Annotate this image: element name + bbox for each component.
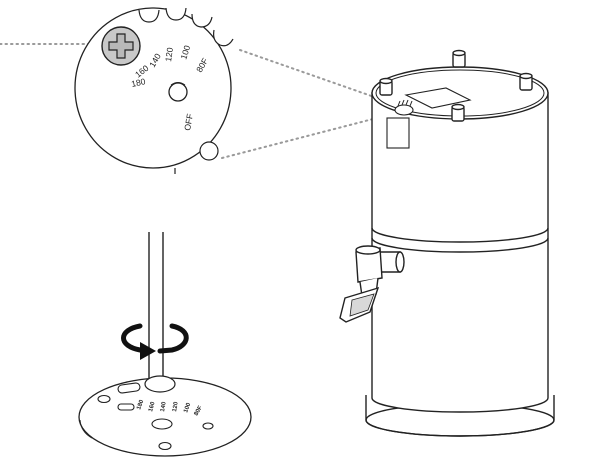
base-label: 80F [194, 405, 205, 417]
base-hole [151, 418, 173, 430]
lid-post-cap [452, 49, 466, 57]
dial-label: 100 [178, 44, 192, 61]
base-slot [117, 403, 135, 411]
base-label: 100 [183, 402, 192, 414]
faucet-top [355, 245, 381, 255]
urn-side-label [386, 117, 410, 149]
base-label: 160 [148, 401, 157, 413]
phillips-screw-icon [101, 26, 141, 66]
base-hole [97, 394, 111, 404]
base-center-hole [144, 375, 176, 393]
faucet-mount-flange [395, 251, 405, 273]
dial-notch [165, 7, 187, 21]
lid-post-cap [379, 77, 393, 85]
base-plate-thickness [79, 419, 93, 439]
dial-notches [138, 7, 234, 47]
dial-label: 180 [130, 76, 146, 89]
urn-thermostat-dial [394, 104, 414, 116]
base-slot [117, 382, 141, 394]
urn-thermostat-marks [397, 99, 413, 107]
base-label: 120 [172, 401, 180, 413]
dial-label: 120 [163, 47, 175, 63]
base-label: 180 [136, 399, 145, 411]
dial-notch [213, 29, 234, 47]
rotate-arrow-head [140, 342, 156, 360]
base-hole [158, 441, 172, 451]
lid-post-cap [451, 103, 465, 111]
base-label: 140 [160, 401, 168, 413]
screwdriver [148, 232, 164, 383]
urn-lid-posts [379, 49, 533, 122]
leader-bottom [221, 111, 401, 159]
water-urn [339, 49, 555, 437]
dial-slot-hole [199, 141, 219, 161]
base-hole [202, 422, 214, 430]
dial-plate-enlarged: 80F 100 120 140 160 180 OFF [74, 7, 234, 174]
dial-center-shaft [168, 82, 188, 102]
screw-cross [108, 33, 134, 59]
urn-thermostat-plate [404, 87, 472, 109]
dial-label: OFF [182, 113, 195, 131]
dial-notch [191, 13, 213, 28]
rotate-arrow-front [157, 323, 189, 354]
dial-notch [138, 9, 160, 23]
leader-lines [0, 43, 401, 159]
urn-seam-upper [371, 227, 549, 243]
urn-faucet [339, 245, 405, 323]
dial-shaft-highlight [170, 82, 186, 86]
lid-post-cap [519, 72, 533, 80]
base-plate: 180 160 140 120 100 80F [78, 375, 252, 457]
rotate-arrow-back [121, 323, 143, 353]
faucet-handle-face [349, 293, 375, 317]
rotate-arrow-icon [121, 323, 189, 360]
urn-seam-lower [371, 237, 549, 253]
leader-top [239, 49, 401, 107]
